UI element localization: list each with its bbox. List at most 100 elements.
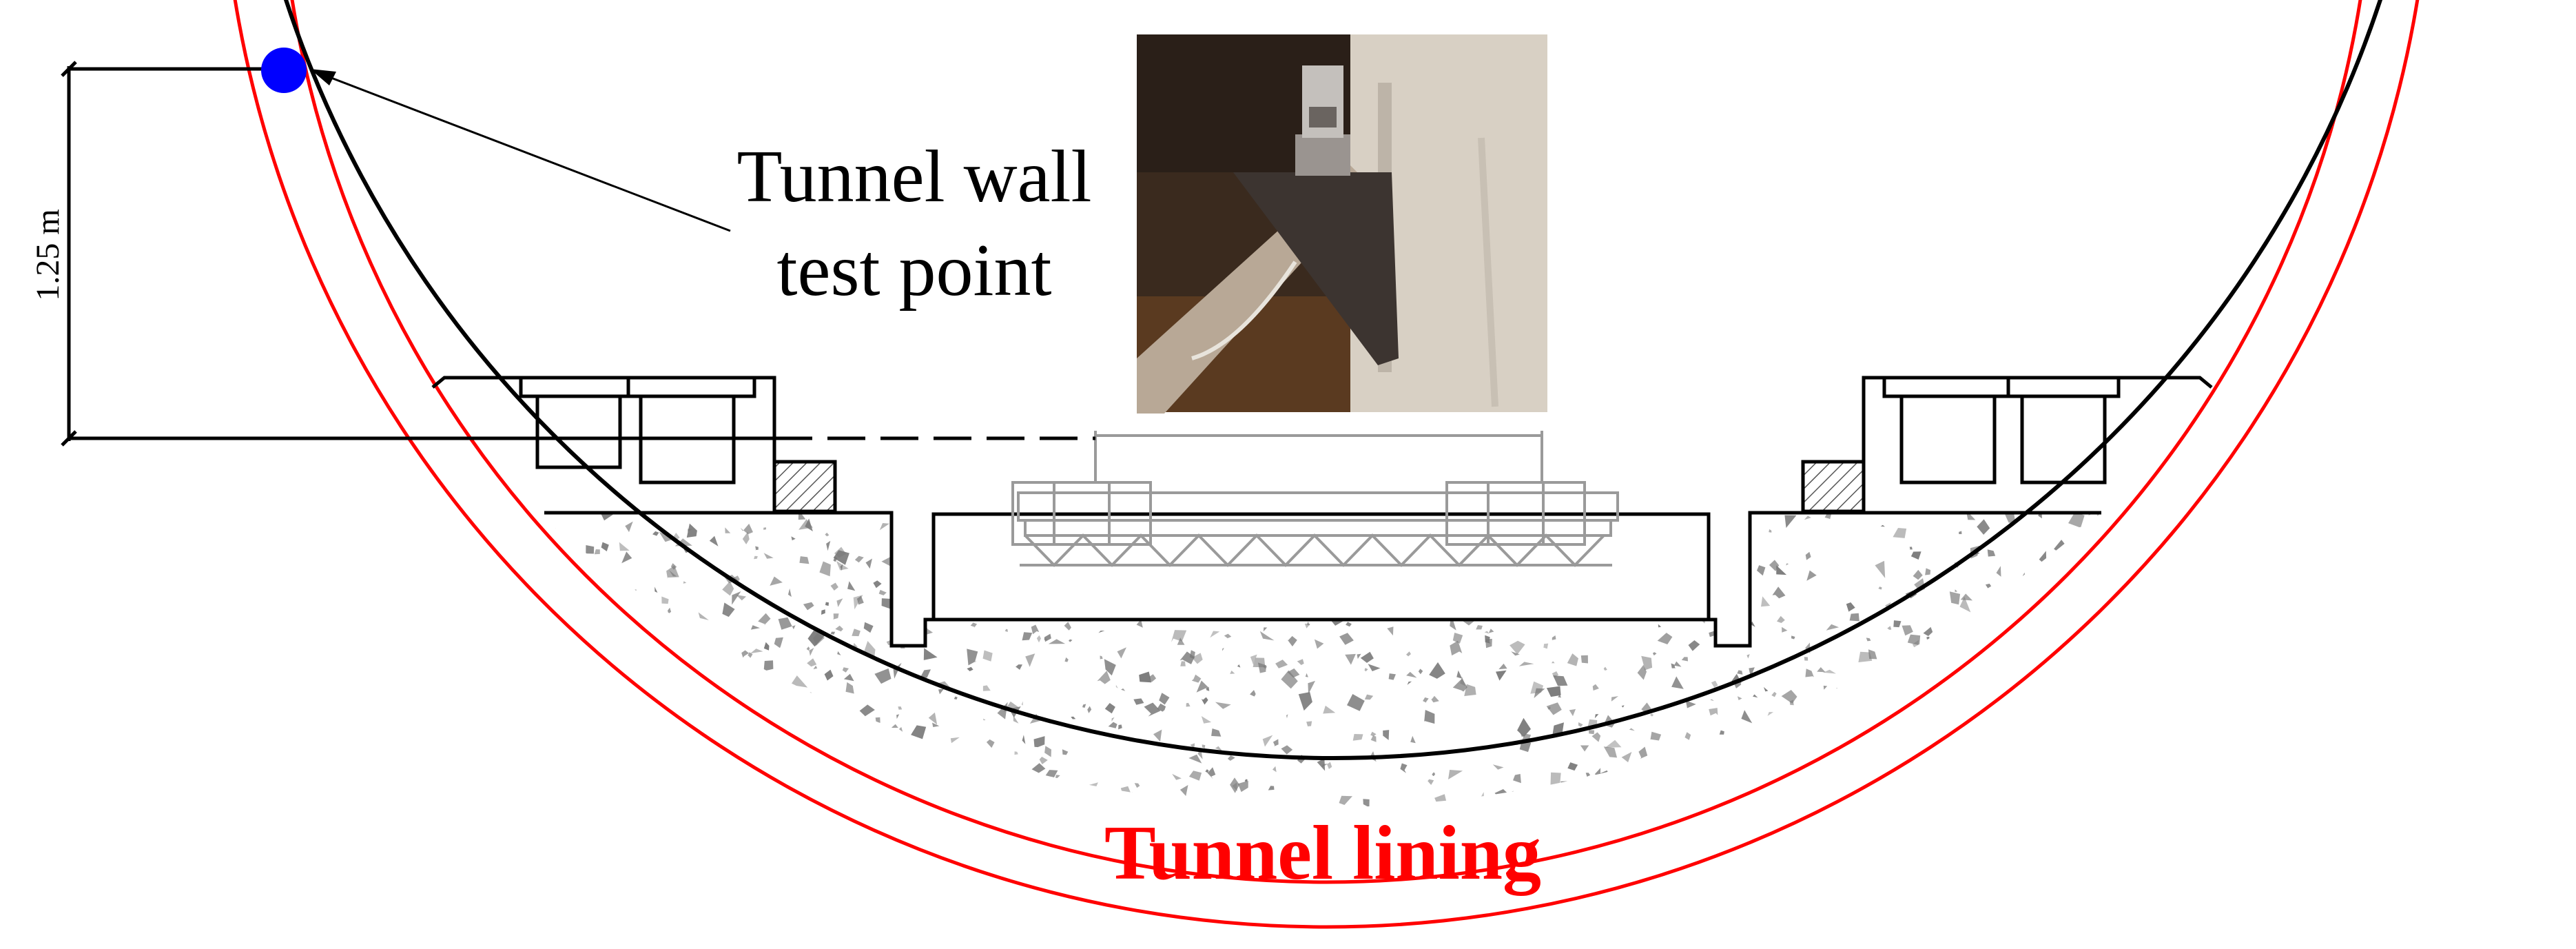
concrete-speckle (928, 712, 938, 725)
concrete-speckle (893, 559, 905, 570)
concrete-speckle (1594, 567, 1605, 580)
concrete-speckle (546, 740, 548, 745)
concrete-speckle (1927, 641, 1933, 645)
concrete-speckle (1476, 625, 1483, 630)
concrete-speckle (1286, 714, 1288, 719)
concrete-speckle (1039, 757, 1048, 764)
concrete-speckle (847, 581, 856, 591)
concrete-speckle (1741, 710, 1753, 724)
right-cable-trough (1801, 376, 2213, 513)
tunnel-wall (284, 0, 2382, 760)
concrete-speckle (905, 763, 912, 768)
concrete-speckle (1591, 732, 1601, 742)
concrete-speckle (964, 782, 971, 790)
concrete-speckle (1180, 661, 1186, 666)
concrete-speckle (2017, 795, 2023, 801)
concrete-speckle (867, 733, 880, 747)
concrete-speckle (1013, 715, 1019, 724)
concrete-speckle (898, 726, 903, 732)
concrete-speckle (2014, 762, 2019, 775)
concrete-speckle (1370, 735, 1377, 742)
concrete-speckle (1999, 618, 2003, 621)
concrete-speckle (1114, 573, 1120, 579)
concrete-speckle (1985, 583, 1992, 589)
concrete-speckle (1772, 586, 1786, 599)
concrete-speckle (681, 731, 692, 741)
concrete-speckle (1840, 711, 1848, 720)
concrete-speckle (967, 597, 972, 602)
concrete-speckle (1774, 766, 1778, 770)
concrete-speckle (1681, 657, 1688, 662)
concrete-speckle (1821, 726, 1835, 736)
concrete-speckle (525, 760, 532, 768)
concrete-speckle (1107, 554, 1110, 558)
concrete-speckle (669, 570, 677, 577)
concrete-speckle (573, 618, 581, 622)
concrete-speckle (1906, 733, 1917, 742)
concrete-speckle (1804, 657, 1809, 661)
concrete-speckle (790, 770, 803, 781)
concrete-speckle (2060, 765, 2068, 775)
concrete-speckle (881, 598, 892, 609)
concrete-speckle (1188, 754, 1202, 764)
concrete-speckle (961, 776, 967, 782)
concrete-speckle (927, 537, 930, 539)
concrete-speckle (1262, 735, 1273, 747)
concrete-speckle (1707, 760, 1711, 764)
concrete-speckle (781, 689, 786, 695)
concrete-speckle (640, 797, 645, 806)
concrete-speckle (2090, 645, 2094, 647)
concrete-speckle (1784, 515, 1797, 528)
concrete-speckle (732, 591, 741, 605)
concrete-speckle (2094, 779, 2101, 794)
concrete-speckle (1025, 653, 1035, 667)
concrete-speckle (1664, 579, 1671, 588)
concrete-speckle (790, 675, 808, 688)
concrete-speckle (674, 672, 687, 682)
concrete-speckle (1249, 574, 1259, 584)
concrete-speckle (1357, 609, 1361, 613)
concrete-speckle (763, 642, 770, 651)
test-point-marker (261, 48, 307, 93)
concrete-speckle (1115, 684, 1118, 688)
concrete-speckle (799, 556, 810, 564)
concrete-speckle (2082, 559, 2096, 575)
concrete-speckle (1795, 772, 1807, 783)
concrete-speckle (1076, 567, 1083, 574)
concrete-speckle (1021, 701, 1023, 706)
concrete-speckle (1605, 739, 1622, 748)
concrete-speckle (1087, 706, 1092, 713)
concrete-speckle (2038, 762, 2047, 771)
concrete-speckle (758, 613, 771, 626)
concrete-speckle (1287, 635, 1297, 646)
concrete-speckle (595, 704, 601, 711)
concrete-speckle (1866, 637, 1871, 642)
concrete-speckle (1904, 766, 1915, 774)
concrete-speckle (1684, 732, 1691, 740)
concrete-speckle (1513, 578, 1521, 588)
concrete-speckle (911, 514, 918, 526)
concrete-speckle (2018, 749, 2027, 764)
concrete-speckle (949, 793, 961, 802)
concrete-speckle (988, 564, 996, 571)
concrete-speckle (635, 637, 651, 649)
concrete-speckle (940, 783, 945, 789)
concrete-speckle (526, 786, 532, 793)
concrete-speckle (610, 605, 616, 613)
concrete-speckle (560, 602, 565, 604)
concrete-speckle (611, 768, 620, 774)
concrete-speckle (830, 582, 838, 591)
concrete-speckle (1169, 577, 1175, 582)
concrete-speckle (824, 669, 834, 681)
concrete-speckle (1339, 795, 1352, 805)
concrete-speckle (1930, 763, 1939, 771)
concrete-speckle (975, 600, 983, 611)
ghost-track-structure (1011, 431, 1619, 567)
concrete-speckle (1789, 700, 1794, 706)
concrete-speckle (668, 607, 672, 614)
concrete-speckle (1757, 565, 1766, 576)
concrete-speckle (1250, 690, 1256, 697)
concrete-speckle (1502, 522, 1510, 536)
concrete-speckle (1580, 655, 1588, 664)
concrete-speckle (1100, 655, 1103, 660)
